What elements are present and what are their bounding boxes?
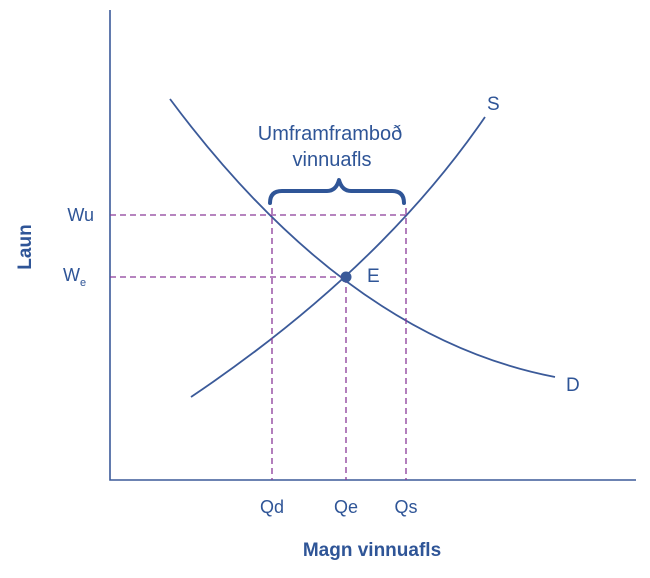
wage-eq-subscript: e [80, 277, 86, 289]
wage-eq-label: We [63, 265, 86, 289]
supply-label: S [487, 94, 500, 115]
y-axis-label: Laun [15, 224, 36, 269]
surplus-label-line1: Umframframboð [258, 123, 402, 145]
wage-upper-label: Wu [67, 205, 94, 225]
qs-label: Qs [394, 497, 417, 517]
demand-curve [169, 98, 556, 378]
supply-curve [190, 116, 486, 398]
qd-label: Qd [260, 497, 284, 517]
x-axis-label: Magn vinnuafls [303, 540, 441, 561]
axes [109, 10, 636, 481]
wage-eq-main: W [63, 265, 80, 285]
equilibrium-point [340, 271, 352, 283]
equilibrium-label: E [367, 266, 380, 287]
qe-label: Qe [334, 497, 358, 517]
surplus-label-line2: vinnuafls [293, 149, 372, 171]
demand-label: D [566, 375, 580, 396]
surplus-brace [268, 178, 406, 205]
